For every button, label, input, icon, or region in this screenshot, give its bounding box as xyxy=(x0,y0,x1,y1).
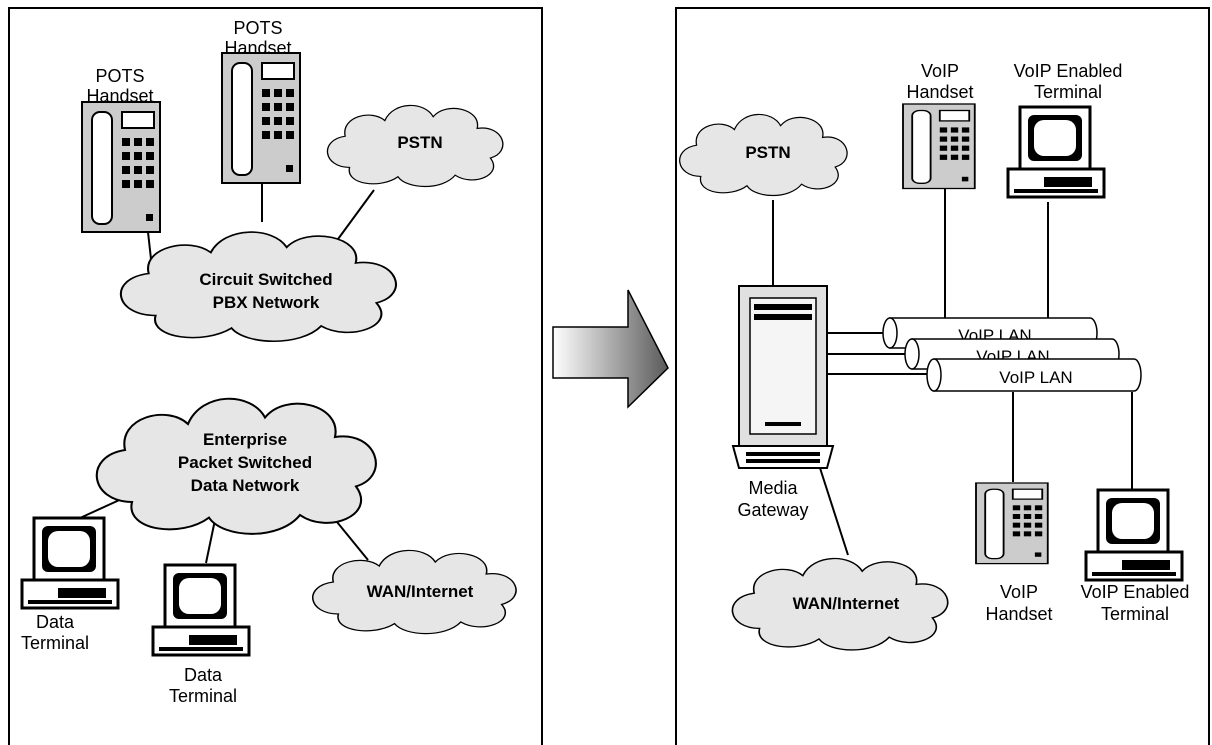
voip-handset-bottom-line2: Handset xyxy=(985,604,1052,624)
pstn-cloud-left: PSTN xyxy=(326,104,504,188)
wan-cloud-right: WAN/Internet xyxy=(731,557,949,651)
right-panel: PSTN VoIP Handset VoIP Enabled Terminal … xyxy=(675,7,1210,745)
left-panel: POTS Handset POTS Handset PSTN Circuit S… xyxy=(8,7,543,745)
data-network-line2: Packet Switched xyxy=(178,453,312,472)
computer-icon xyxy=(1084,488,1184,582)
data-terminal-2-line1: Data xyxy=(184,665,223,685)
phone-icon xyxy=(81,101,161,233)
wan-label-left: WAN/Internet xyxy=(367,582,474,601)
data-terminal-2: Data Terminal xyxy=(151,563,251,706)
pots-handset-1-line1: POTS xyxy=(95,66,144,86)
computer-icon xyxy=(1006,105,1106,199)
voip-handset-top-line1: VoIP xyxy=(921,61,959,81)
pots-handset-2: POTS Handset xyxy=(221,18,301,184)
phone-icon xyxy=(902,103,976,190)
voip-lan-3-label: VoIP LAN xyxy=(999,368,1072,387)
voip-handset-top-line2: Handset xyxy=(906,82,973,102)
data-network-cloud: Enterprise Packet Switched Data Network xyxy=(95,397,377,535)
pbx-network-cloud: Circuit Switched PBX Network xyxy=(119,231,397,343)
data-terminal-1-line1: Data xyxy=(36,612,75,632)
pots-handset-1-line2: Handset xyxy=(86,86,153,106)
voip-terminal-top-line1: VoIP Enabled xyxy=(1014,61,1123,81)
media-gateway: Media Gateway xyxy=(731,285,835,520)
voip-handset-bottom-line1: VoIP xyxy=(1000,582,1038,602)
phone-icon xyxy=(975,482,1049,565)
pstn-label-right: PSTN xyxy=(745,143,790,162)
pbx-network-line2: PBX Network xyxy=(213,293,320,312)
pstn-label-left: PSTN xyxy=(397,133,442,152)
pbx-network-line1: Circuit Switched xyxy=(199,270,332,289)
voip-handset-top: VoIP Handset xyxy=(902,61,976,190)
wan-cloud-left: WAN/Internet xyxy=(311,549,517,635)
right-connections xyxy=(772,186,1133,556)
pots-handset-2-line1: POTS xyxy=(233,18,282,38)
pots-handset-2-line2: Handset xyxy=(224,38,291,58)
computer-icon xyxy=(151,563,251,657)
data-network-line3: Data Network xyxy=(191,476,300,495)
voip-terminal-top-line2: Terminal xyxy=(1034,82,1102,102)
voip-lan-3: VoIP LAN xyxy=(926,358,1142,392)
data-terminal-1: Data Terminal xyxy=(20,516,120,653)
voip-terminal-top: VoIP Enabled Terminal xyxy=(1006,61,1123,199)
pots-handset-1: POTS Handset xyxy=(81,66,161,233)
pstn-cloud-right: PSTN xyxy=(679,113,848,197)
transition-arrow xyxy=(552,289,669,409)
voip-terminal-bottom-line2: Terminal xyxy=(1101,604,1169,624)
media-gateway-line2: Gateway xyxy=(737,500,808,520)
voip-terminal-bottom: VoIP Enabled Terminal xyxy=(1081,488,1190,624)
wan-label-right: WAN/Internet xyxy=(793,594,900,613)
voip-terminal-bottom-line1: VoIP Enabled xyxy=(1081,582,1190,602)
media-gateway-line1: Media xyxy=(748,478,798,498)
data-network-line1: Enterprise xyxy=(203,430,287,449)
data-terminal-1-line2: Terminal xyxy=(21,633,89,653)
phone-icon xyxy=(221,52,301,184)
voip-handset-bottom: VoIP Handset xyxy=(975,482,1053,624)
computer-icon xyxy=(20,516,120,610)
data-terminal-2-line2: Terminal xyxy=(169,686,237,706)
